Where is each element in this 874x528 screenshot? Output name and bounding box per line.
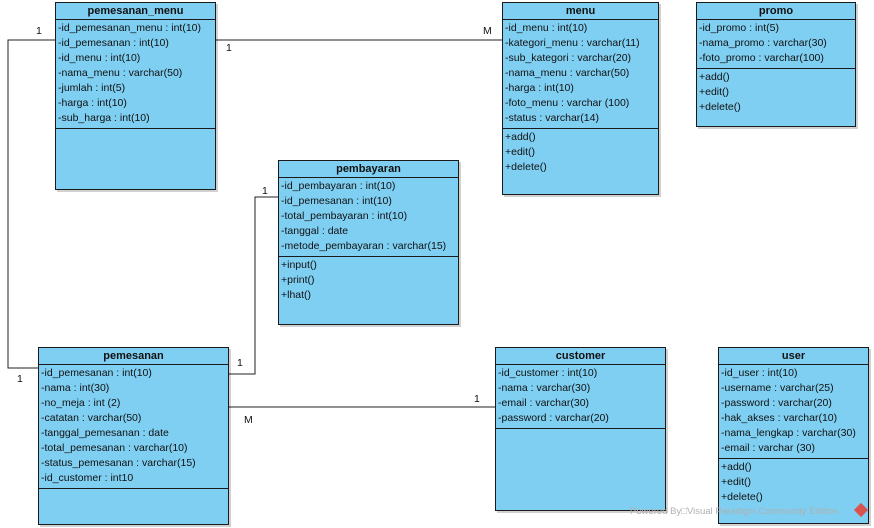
operation-row: +edit() (721, 476, 752, 488)
multiplicity-label: 1 (262, 185, 268, 197)
class-name: user (719, 348, 868, 365)
attribute-row: -id_customer : int(10) (498, 367, 598, 379)
class-name: pemesanan_menu (56, 3, 215, 20)
operation-row: +lhat() (281, 289, 312, 301)
attribute-row: -no_meja : int (2) (41, 397, 121, 409)
attributes-compartment: -id_menu : int(10) -kategori_menu : varch… (503, 20, 658, 129)
operations-compartment (39, 489, 228, 490)
operation-row: +delete() (699, 101, 741, 113)
attribute-row: -id_customer : int10 (41, 472, 134, 484)
attribute-row: -id_user : int(10) (721, 367, 798, 379)
attributes-compartment: -id_customer : int(10) -nama : varchar(30… (496, 365, 665, 429)
attribute-row: -total_pemesanan : varchar(10) (41, 442, 188, 454)
operation-row: +edit() (505, 146, 536, 158)
multiplicity-label: 1 (17, 373, 23, 385)
attribute-row: -id_pemesanan : int(10) (281, 195, 392, 207)
attribute-row: -nama : varchar(30) (498, 382, 591, 394)
attribute-row: -harga : int(10) (58, 97, 127, 109)
attribute-row: -id_promo : int(5) (699, 22, 779, 34)
class-menu[interactable]: menu -id_menu : int(10) -kategori_menu : v… (502, 2, 659, 195)
operation-row: +add() (505, 131, 536, 143)
class-name: pemesanan (39, 348, 228, 365)
multiplicity-label: M (483, 25, 492, 37)
attribute-row: -status_pemesanan : varchar(15) (41, 457, 196, 469)
operations-compartment: +add() +edit() +delete() (697, 69, 855, 115)
class-user[interactable]: user -id_user : int(10) -username : varcha… (718, 347, 869, 524)
attribute-row: -harga : int(10) (505, 82, 574, 94)
class-name: menu (503, 3, 658, 20)
class-promo[interactable]: promo -id_promo : int(5) -nama_promo : var… (696, 2, 856, 127)
class-pemesanan[interactable]: pemesanan -id_pemesanan : int(10) -nama : … (38, 347, 229, 525)
operation-row: +print() (281, 274, 315, 286)
attribute-row: -id_pemesanan_menu : int(10) (58, 22, 202, 34)
class-customer[interactable]: customer -id_customer : int(10) -nama : va… (495, 347, 666, 511)
attribute-row: -nama_menu : varchar(50) (505, 67, 630, 79)
attribute-row: -id_menu : int(10) (58, 52, 141, 64)
attribute-row: -id_pembayaran : int(10) (281, 180, 396, 192)
watermark-text: Powered By□Visual Paradigm Community Edi… (630, 506, 839, 517)
attribute-row: -nama_menu : varchar(50) (58, 67, 183, 79)
attributes-compartment: -id_user : int(10) -username : varchar(25… (719, 365, 868, 459)
operations-compartment (496, 429, 665, 430)
attribute-row: -nama : int(30) (41, 382, 110, 394)
attribute-row: -password : varchar(20) (721, 397, 832, 409)
attribute-row: -email : varchar (30) (721, 442, 815, 454)
multiplicity-label: 1 (36, 25, 42, 37)
operation-row: +delete() (505, 161, 547, 173)
attribute-row: -foto_menu : varchar (100) (505, 97, 630, 109)
class-name: customer (496, 348, 665, 365)
attributes-compartment: -id_pembayaran : int(10) -id_pemesanan : … (279, 178, 458, 257)
attribute-row: -hak_akses : varchar(10) (721, 412, 838, 424)
association-pemesanan-menu-to-pemesanan (7, 39, 56, 369)
attributes-compartment: -id_promo : int(5) -nama_promo : varchar(… (697, 20, 855, 69)
operations-compartment: +add() +edit() +delete() (503, 129, 658, 175)
operations-compartment: +add() +edit() +delete() (719, 459, 868, 505)
attribute-row: -tanggal : date (281, 225, 349, 237)
operation-row: +input() (281, 259, 317, 271)
operation-row: +delete() (721, 491, 763, 503)
attribute-row: -password : varchar(20) (498, 412, 609, 424)
attributes-compartment: -id_pemesanan_menu : int(10) -id_pemesana… (56, 20, 215, 129)
operations-compartment: +input() +print() +lhat() (279, 257, 458, 303)
attribute-row: -kategori_menu : varchar(11) (505, 37, 640, 49)
multiplicity-label: 1 (237, 357, 243, 369)
operations-compartment (56, 129, 215, 130)
attribute-row: -jumlah : int(5) (58, 82, 126, 94)
attribute-row: -status : varchar(14) (505, 112, 599, 124)
attribute-row: -nama_lengkap : varchar(30) (721, 427, 856, 439)
attributes-compartment: -id_pemesanan : int(10) -nama : int(30) -n… (39, 365, 228, 489)
attribute-row: -foto_promo : varchar(100) (699, 52, 824, 64)
multiplicity-label: 1 (474, 393, 480, 405)
attribute-row: -id_menu : int(10) (505, 22, 588, 34)
class-name: pembayaran (279, 161, 458, 178)
attribute-row: -nama_promo : varchar(30) (699, 37, 827, 49)
attribute-row: -metode_pembayaran : varchar(15) (281, 240, 447, 252)
attribute-row: -id_pemesanan : int(10) (58, 37, 169, 49)
attribute-row: -email : varchar(30) (498, 397, 590, 409)
attribute-row: -id_pemesanan : int(10) (41, 367, 152, 379)
attribute-row: -username : varchar(25) (721, 382, 834, 394)
attribute-row: -sub_kategori : varchar(20) (505, 52, 632, 64)
multiplicity-label: 1 (226, 42, 232, 54)
operation-row: +add() (699, 71, 730, 83)
multiplicity-label: M (244, 414, 253, 426)
attribute-row: -tanggal_pemesanan : date (41, 427, 169, 439)
class-pemesanan-menu[interactable]: pemesanan_menu-id_pemesanan_menu : int(1… (55, 2, 216, 190)
attribute-row: -sub_harga : int(10) (58, 112, 150, 124)
class-pembayaran[interactable]: pembayaran-id_pembayaran : int(10)-id_pe… (278, 160, 459, 325)
operation-row: +edit() (699, 86, 730, 98)
attribute-row: -catatan : varchar(50) (41, 412, 142, 424)
operation-row: +add() (721, 461, 752, 473)
attribute-row: -total_pembayaran : int(10) (281, 210, 408, 222)
class-name: promo (697, 3, 855, 20)
association-pembayaran-to-pemesanan (229, 196, 279, 375)
